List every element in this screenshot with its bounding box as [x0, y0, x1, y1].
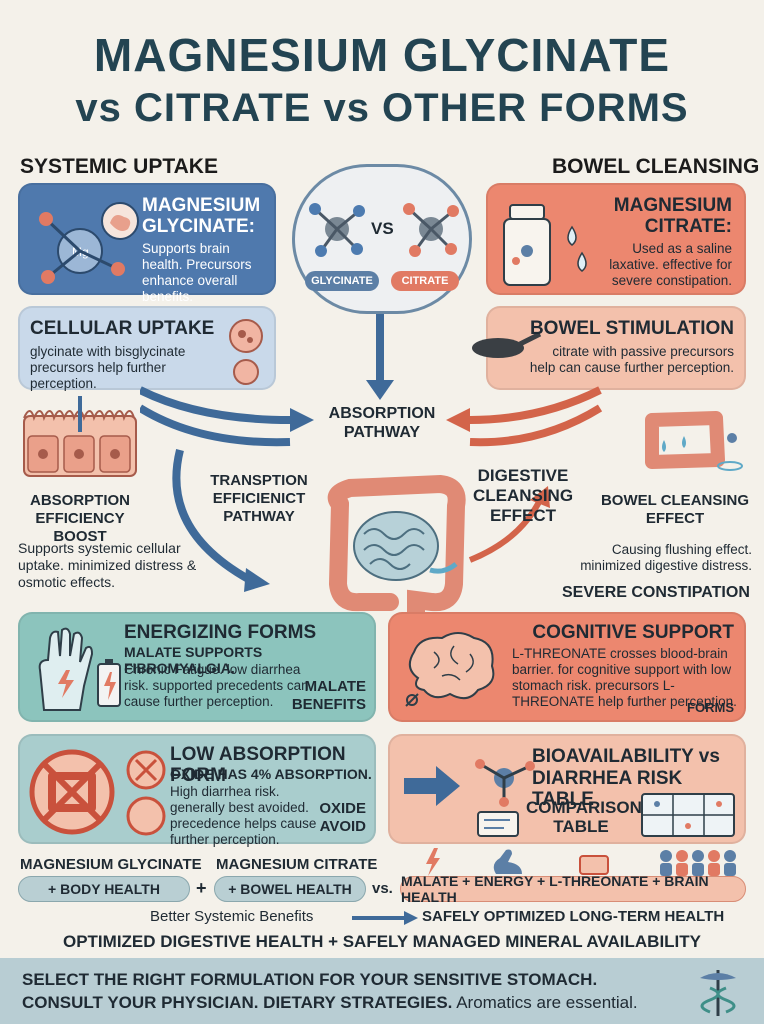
intestine-icon	[327, 474, 466, 620]
glycinate-card: Mg MAGNESIUM GLYCINATE: Supports brain h…	[18, 183, 276, 304]
comparison-line1: COMPARISON	[526, 798, 642, 817]
severe-constipation-label: SEVERE CONSTIPATION	[562, 584, 750, 601]
low-abs-body: High diarrhea risk. generally best avoid…	[170, 784, 317, 847]
comparison-table-label: COMPARISON TABLE	[526, 798, 642, 836]
oxide-avoid-tag: OXIDE AVOID	[319, 800, 366, 836]
absorption-boost-line2: EFFICIENCY BOOST	[35, 510, 125, 545]
footer-banner: SELECT THE RIGHT FORMULATION FOR YOUR SE…	[0, 958, 764, 1024]
glycinate-label: GLYCINATE	[305, 271, 379, 291]
transption-line1: TRANSPTION	[210, 472, 308, 489]
digestive-cleansing-label: DIGESTIVE CLEANSING EFFECT	[468, 466, 578, 526]
bottle-icon	[503, 204, 587, 286]
energizing-forms-card: ENERGIZING FORMS MALATE SUPPORTS FIBROMY…	[18, 612, 376, 722]
center-vs: VS	[371, 219, 394, 238]
bowel-stim-title: BOWEL STIMULATION	[529, 318, 734, 339]
section-header-systemic: SYSTEMIC UPTAKE	[20, 155, 218, 178]
better-benefits-text: Better Systemic Benefits	[150, 908, 314, 925]
flow-arrows	[140, 314, 603, 592]
cellular-title: CELLULAR UPTAKE	[30, 318, 215, 339]
main-title-line1: MAGNESIUM GLYCINATE	[93, 29, 671, 81]
malate-tag-line1: MALATE	[304, 678, 366, 695]
citrate-molecule-icon	[403, 203, 459, 257]
transption-line2: EFFICIENICT	[212, 490, 306, 507]
people-icons-row	[426, 848, 736, 876]
absorption-pathway-line2: PATHWAY	[343, 424, 421, 441]
hand-battery-icon	[38, 627, 121, 711]
main-title-line2: vs CITRATE vs OTHER FORMS	[75, 86, 689, 130]
colon-water-icon	[645, 411, 743, 471]
glycinate-body: Supports brain health. Precursors enhanc…	[142, 241, 252, 304]
low-absorption-card: LOW ABSORPTION FORM OXIDE HAS 4% ABSORPT…	[18, 734, 376, 847]
cell-icon	[229, 319, 263, 385]
glycinate-summary-pill: + BODY HEALTH	[18, 876, 190, 902]
cognitive-title: COGNITIVE SUPPORT	[532, 622, 734, 643]
optimized-health-text: OPTIMIZED DIGESTIVE HEALTH + SAFELY MANA…	[62, 932, 701, 951]
malate-tag-line2: BENEFITS	[291, 696, 366, 713]
glycinate-title-2: GLYCINATE:	[142, 216, 255, 237]
energizing-body: Chronic Fatigue. low diarrhea risk. supp…	[124, 662, 309, 709]
low-abs-title: LOW ABSORPTION FORM	[170, 744, 346, 786]
bowel-effect-line1: BOWEL CLEANSING	[600, 492, 750, 509]
footer-line2-bold: CONSULT YOUR PHYSICIAN. DIETARY STRATEGI…	[22, 993, 453, 1012]
malate-benefits-tag: MALATE BENEFITS	[292, 678, 366, 714]
citrate-summary-pill: + BOWEL HEALTH	[214, 876, 366, 902]
energizing-title: ENERGIZING FORMS	[124, 622, 317, 643]
transption-label: TRANSPTION EFFICIENICT PATHWAY	[196, 472, 322, 526]
citrate-title-1: MAGNESIUM	[613, 195, 732, 216]
bioavail-title-1: BIOAVAILABILITY vs	[532, 746, 720, 767]
footer-line1: SELECT THE RIGHT FORMULATION FOR YOUR SE…	[22, 970, 598, 989]
digestive-line3: EFFECT	[489, 506, 557, 525]
others-summary-pill: MALATE + ENERGY + L-THREONATE + BRAIN HE…	[400, 873, 746, 905]
bowel-effect-body: Causing flushing effect. minimized diges…	[580, 542, 752, 573]
absorption-pathway-line1: ABSORPTION	[328, 405, 436, 422]
intestinal-villi-icon	[23, 396, 137, 477]
digestive-line1: DIGESTIVE	[477, 466, 569, 485]
forms-tag: FORMS	[687, 700, 734, 715]
absorption-boost-title: ABSORPTION EFFICIENCY BOOST	[12, 492, 148, 546]
bowel-stim-body: citrate with passive precursors help can…	[529, 344, 734, 375]
footer-line2-rest: Aromatics are essential.	[452, 993, 638, 1012]
oxide-tag-line1: OXIDE	[319, 800, 366, 817]
footer-line2: CONSULT YOUR PHYSICIAN. DIETARY STRATEGI…	[22, 993, 638, 1013]
citrate-label: CITRATE	[391, 271, 459, 291]
absorption-boost-body: Supports systemic cellular uptake. minim…	[18, 540, 197, 590]
absorption-pathway-label: ABSORPTION PATHWAY	[320, 404, 444, 442]
summary-citrate-head: MAGNESIUM CITRATE	[216, 856, 378, 873]
pan-icon	[472, 331, 542, 358]
brain-icon	[405, 632, 495, 707]
cognitive-support-card: COGNITIVE SUPPORT L-THREONATE crosses bl…	[388, 612, 746, 722]
table-icon	[641, 793, 735, 837]
arrow-molecule-icon	[404, 759, 535, 837]
bowel-effect-title: BOWEL CLEANSING EFFECT	[600, 492, 750, 528]
citrate-title-2: CITRATE:	[644, 216, 732, 237]
glycinate-molecule-icon	[309, 203, 365, 257]
molecule-icon: Mg	[39, 202, 139, 284]
safely-optimized-text: SAFELY OPTIMIZED LONG-TERM HEALTH	[422, 908, 725, 925]
comparison-line2: TABLE	[553, 817, 609, 836]
bioavail-title-2: DIARRHEA RISK TABLE	[532, 768, 683, 810]
absorption-boost-line1: ABSORPTION	[29, 492, 130, 509]
low-abs-subtitle: OXIDE HAS 4% ABSORPTION.	[170, 766, 372, 782]
bowel-stimulation-card: BOWEL STIMULATION citrate with passive p…	[472, 306, 746, 390]
summary-vs: vs.	[372, 880, 393, 897]
comparison-circle: VS GLYCINATE CITRATE	[292, 164, 472, 314]
energizing-subtitle: MALATE SUPPORTS FIBROMYALGIA.	[124, 644, 263, 676]
digestive-line2: CLEANSING	[472, 486, 574, 505]
bioavailability-card: BIOAVAILABILITY vs DIARRHEA RISK TABLE C…	[388, 734, 746, 844]
summary-plus: +	[196, 878, 207, 898]
right-arrow-icon	[352, 911, 418, 925]
cognitive-body: L-THREONATE crosses blood-brain barrier.…	[512, 646, 737, 709]
citrate-card: MAGNESIUM CITRATE: Used as a saline laxa…	[486, 183, 746, 295]
bowel-effect-line2: EFFECT	[645, 510, 705, 527]
summary-glycinate-head: MAGNESIUM GLYCINATE	[20, 856, 202, 873]
cellular-body: glycinate with bisglycinate precursors h…	[30, 344, 186, 391]
caduceus-icon	[700, 970, 736, 1016]
oxide-tag-line2: AVOID	[319, 818, 366, 835]
avoid-icon	[29, 749, 166, 836]
glycinate-title-1: MAGNESIUM	[142, 195, 261, 216]
citrate-body: Used as a saline laxative. effective for…	[609, 241, 732, 288]
transption-line3: PATHWAY	[223, 508, 295, 525]
section-header-bowel: BOWEL CLEANSING	[552, 155, 760, 178]
